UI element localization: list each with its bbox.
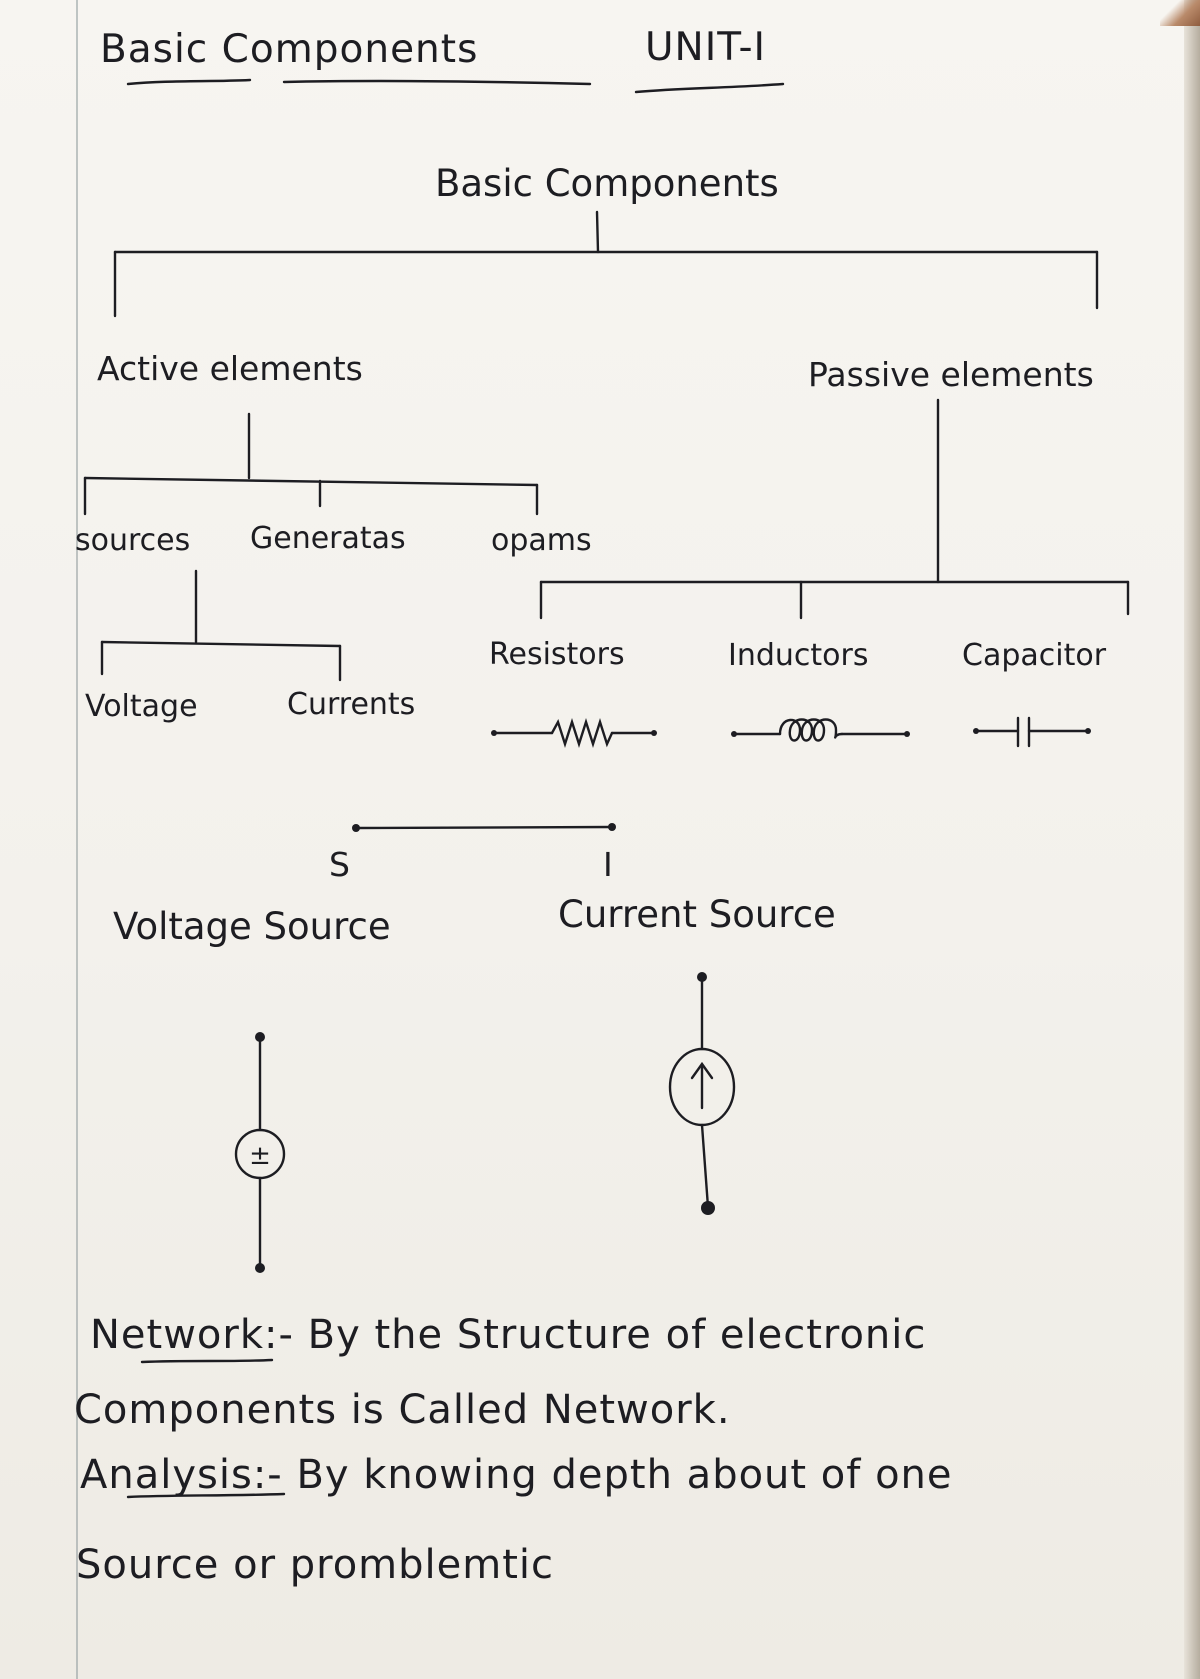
analysis-term: Analysis [80, 1452, 253, 1498]
tree-root-label: Basic Components [435, 162, 779, 205]
plus-minus-glyph: ± [249, 1141, 271, 1171]
analysis-definition-1: :- By knowing depth about of one [252, 1452, 953, 1498]
network-definition-1: :- By the Structure of electronic [264, 1312, 927, 1358]
current-source-symbol [668, 972, 736, 1215]
voltage-label: Voltage [85, 689, 198, 724]
active-elements-label: Active elements [97, 349, 363, 388]
root-stem [595, 210, 600, 254]
network-underline [140, 1358, 274, 1364]
page-edge [1184, 0, 1200, 1679]
network-note-line-2: Components is Called Network. [74, 1387, 731, 1433]
network-note-line-1: Network:- By the Structure of electronic [90, 1315, 926, 1355]
analysis-note-line-1: Analysis:- By knowing depth about of one [80, 1455, 953, 1495]
sources-label: sources [75, 523, 191, 558]
currents-label: Currents [287, 687, 416, 722]
unit-underline [634, 82, 785, 94]
passive-elements-label: Passive elements [808, 355, 1094, 394]
active-bar [83, 476, 539, 487]
title-underline-2 [282, 79, 592, 86]
page-title: Basic Components [100, 27, 479, 72]
network-term: Network [90, 1312, 265, 1358]
voltage-source-symbol: ± [234, 1032, 286, 1273]
capacitor-label: Capacitor [962, 638, 1107, 673]
title-underline-1 [126, 78, 252, 86]
capacitor-symbol [973, 716, 1091, 748]
resistors-label: Resistors [489, 637, 625, 672]
inductor-symbol [731, 718, 910, 742]
margin-line [76, 0, 78, 1679]
generators-label: Generatas [250, 521, 406, 556]
current-source-label: Current Source [558, 893, 836, 936]
voltage-source-label: Voltage Source [113, 905, 391, 948]
voltage-letter: S [329, 845, 350, 884]
source-connection-line [352, 823, 616, 832]
analysis-note-line-2: Source or promblemtic [76, 1542, 554, 1588]
sources-bar [100, 640, 342, 648]
resistor-symbol [491, 718, 657, 748]
unit-label: UNIT-I [645, 25, 767, 70]
current-letter: I [603, 845, 613, 884]
analysis-underline [126, 1492, 286, 1499]
page-corner-stain [1160, 0, 1200, 26]
opamps-label: opams [491, 523, 592, 558]
inductors-label: Inductors [728, 638, 869, 673]
